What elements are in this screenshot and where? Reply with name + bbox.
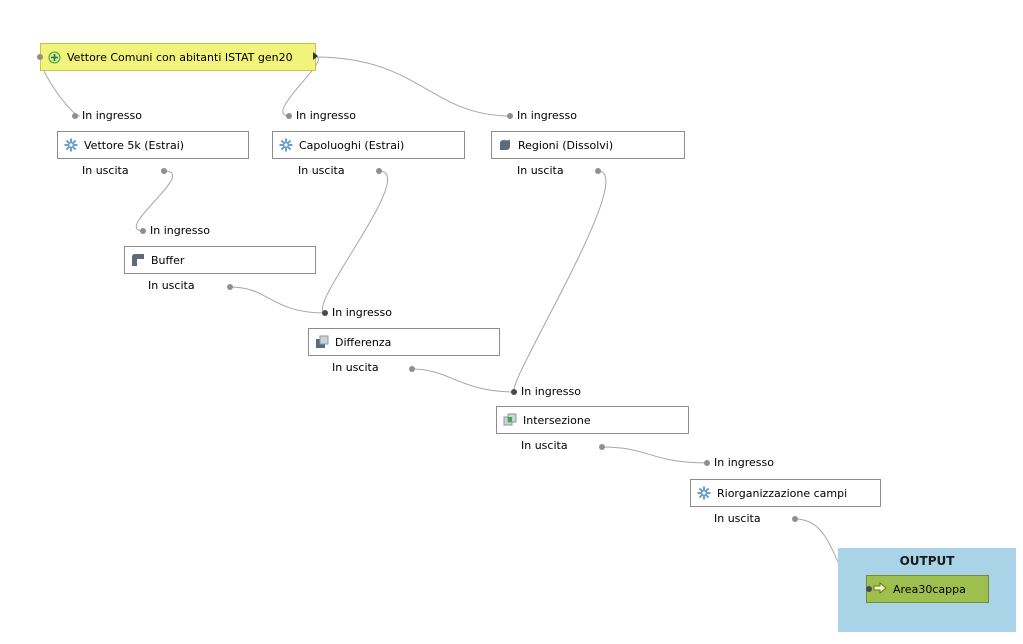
wire-vettore5k-buffer	[135, 170, 173, 232]
intersezione-input-port[interactable]: In ingresso	[511, 386, 581, 398]
differenza-output-port[interactable]	[409, 366, 415, 372]
plus-icon	[47, 50, 61, 64]
input-node-label: Vettore Comuni con abitanti ISTAT gen20	[67, 50, 293, 64]
algorithm-capoluoghi[interactable]: Capoluoghi (Estrai)	[272, 131, 465, 159]
gear-icon	[697, 486, 711, 500]
differenza-output-label: In uscita	[332, 361, 379, 374]
model-input-node[interactable]: Vettore Comuni con abitanti ISTAT gen20	[40, 43, 316, 71]
input-node-output-port[interactable]	[313, 52, 318, 60]
wire-buffer-differenza	[229, 286, 327, 314]
buffer-output-port[interactable]	[227, 284, 233, 290]
regioni-output-label: In uscita	[517, 164, 564, 177]
wire-regioni-intersezione	[513, 170, 607, 393]
differenza-input-port[interactable]: In ingresso	[322, 307, 392, 319]
regioni-output-port[interactable]	[595, 168, 601, 174]
wire-input-regioni	[314, 56, 512, 117]
gear-icon	[64, 138, 78, 152]
riorganizzazione-input-port[interactable]: In ingresso	[704, 457, 774, 469]
output-panel-title: OUTPUT	[899, 554, 955, 568]
dissolve-icon	[498, 138, 512, 152]
output-panel: OUTPUT Area30cappa	[838, 548, 1016, 632]
wire-intersezione-riorganizzazione	[601, 446, 709, 464]
vettore5k-output-port[interactable]	[161, 168, 167, 174]
buffer-icon	[131, 253, 145, 267]
capoluoghi-output-port[interactable]	[376, 168, 382, 174]
algorithm-buffer[interactable]: Buffer	[124, 246, 316, 274]
input-node-left-port[interactable]	[37, 54, 43, 60]
capoluoghi-output-label: In uscita	[298, 164, 345, 177]
vettore5k-input-port[interactable]: In ingresso	[72, 110, 142, 122]
vettore5k-output-label: In uscita	[82, 164, 129, 177]
riorganizzazione-output-port[interactable]	[792, 516, 798, 522]
wire-capoluoghi-differenza	[321, 170, 388, 314]
algorithm-differenza[interactable]: Differenza	[308, 328, 500, 356]
output-input-port[interactable]	[866, 586, 872, 592]
capoluoghi-input-port[interactable]: In ingresso	[286, 110, 356, 122]
algorithm-regioni[interactable]: Regioni (Dissolvi)	[491, 131, 685, 159]
output-node-label: Area30cappa	[893, 582, 966, 596]
riorganizzazione-output-label: In uscita	[714, 512, 761, 525]
regioni-input-port[interactable]: In ingresso	[507, 110, 577, 122]
intersezione-output-label: In uscita	[521, 439, 568, 452]
intersection-icon	[503, 413, 517, 427]
buffer-output-label: In uscita	[148, 279, 195, 292]
algorithm-intersezione[interactable]: Intersezione	[496, 406, 689, 434]
arrow-right-icon	[873, 581, 887, 597]
difference-icon	[315, 335, 329, 349]
algorithm-riorganizzazione[interactable]: Riorganizzazione campi	[690, 479, 881, 507]
model-output-node[interactable]: Area30cappa	[866, 575, 989, 603]
wire-differenza-intersezione	[411, 368, 516, 393]
intersezione-output-port[interactable]	[599, 444, 605, 450]
algorithm-vettore5k[interactable]: Vettore 5k (Estrai)	[57, 131, 249, 159]
gear-icon	[279, 138, 293, 152]
buffer-input-port[interactable]: In ingresso	[140, 225, 210, 237]
